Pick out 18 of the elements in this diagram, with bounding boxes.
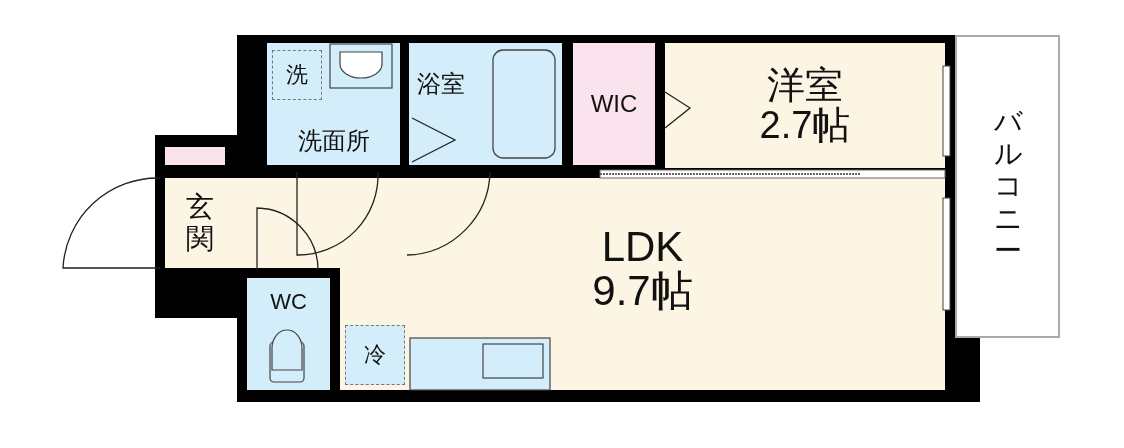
room-label: 洗面所 — [297, 127, 370, 153]
room-label: WC — [270, 290, 307, 314]
room-label: 浴室 — [417, 71, 465, 97]
room-label: 洋室 — [767, 65, 843, 106]
room-label: 洗 — [286, 63, 308, 87]
room-label: 玄関 — [186, 190, 214, 256]
room-label: 冷 — [364, 343, 386, 367]
room-label: 9.7帖 — [592, 269, 693, 314]
room-label: WIC — [590, 91, 638, 117]
room-label: 2.7帖 — [759, 105, 851, 146]
room-label: LDK — [601, 224, 684, 269]
room-label: バルコニー — [993, 106, 1022, 267]
room-area — [665, 43, 945, 168]
room-area — [340, 178, 945, 390]
appliance-space — [345, 325, 405, 385]
balcony-area — [955, 35, 1060, 338]
appliance-space — [272, 50, 322, 100]
room-area — [573, 43, 655, 165]
